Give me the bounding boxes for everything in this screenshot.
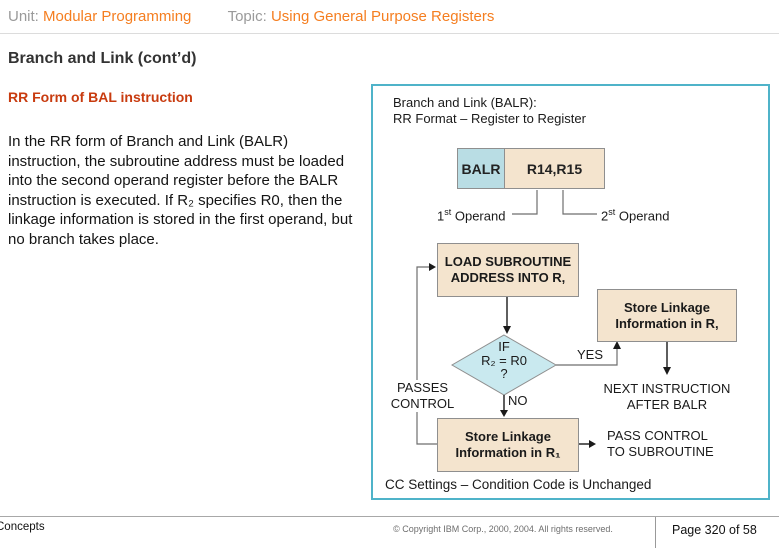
header-divider [0, 33, 779, 34]
store-linkage-right-box: Store Linkage Information in R, [597, 289, 737, 342]
unit-value: Modular Programming [43, 8, 192, 25]
footer-left-text: Concepts [0, 521, 45, 533]
load-subroutine-box: LOAD SUBROUTINE ADDRESS INTO R, [437, 243, 579, 297]
cc-settings-note: CC Settings – Condition Code is Unchange… [385, 477, 652, 492]
caption-line: RR Format – Register to Register [393, 110, 586, 126]
instruction-format-box: BALR R14,R15 [457, 148, 605, 189]
pass-control-label: PASS CONTROL TO SUBROUTINE [607, 428, 714, 459]
operands-cell: R14,R15 [505, 148, 605, 189]
next-instruction-label: NEXT INSTRUCTION AFTER BALR [603, 381, 731, 412]
page-title: Branch and Link (cont’d) [8, 50, 197, 67]
section-heading: RR Form of BAL instruction [8, 89, 193, 105]
body-paragraph: In the RR form of Branch and Link (BALR)… [8, 132, 352, 249]
down-arrowhead-icon [503, 326, 511, 334]
body-line: no branch takes place. [8, 230, 159, 248]
topic-value: Using General Purpose Registers [270, 8, 495, 25]
opcode-cell: BALR [457, 148, 505, 189]
up-arrowhead-icon [613, 341, 621, 349]
right-arrowhead-icon [589, 440, 596, 448]
body-line: In the RR form of Branch and Link (BALR) [8, 133, 289, 150]
operand1-connector-line [512, 190, 538, 215]
unit-label: Unit: [8, 8, 39, 25]
down-arrowhead-icon [663, 367, 671, 375]
footer-divider [0, 516, 779, 517]
breadcrumb: Unit: Modular Programming Topic: Using G… [8, 8, 494, 25]
operand2-connector-line [562, 190, 597, 215]
diagram-caption: Branch and Link (BALR): RR Format – Regi… [393, 95, 586, 126]
down-arrowhead-icon [500, 410, 508, 417]
body-line: instruction, the subroutine address must… [8, 152, 345, 170]
page-number: Page 320 of 58 [672, 523, 757, 537]
no-label: NO [508, 393, 528, 408]
body-line: instruction is executed. If R₂ specifies… [8, 191, 343, 209]
store-linkage-bottom-box: Store Linkage Information in R₁ [437, 418, 579, 472]
flowchart-connectors [416, 190, 671, 448]
body-line: into the second operand register before … [8, 172, 339, 189]
topic-label: Topic: [227, 8, 267, 25]
caption-line: Branch and Link (BALR): [393, 95, 537, 110]
footer-separator [655, 517, 656, 548]
passes-control-feedback-line [416, 266, 437, 445]
first-operand-label: 1st Operand [437, 207, 506, 224]
second-operand-label: 2st Operand [601, 207, 670, 224]
decision-diamond-label: IF R₂ = R0 ? [481, 339, 527, 381]
passes-control-label: PASSES CONTROL [390, 380, 455, 412]
balr-flowchart-panel: Branch and Link (BALR): RR Format – Regi… [371, 84, 770, 500]
yes-label: YES [577, 347, 604, 362]
copyright-text: © Copyright IBM Corp., 2000, 2004. All r… [393, 524, 613, 534]
body-line: linkage information is stored in the fir… [8, 211, 353, 228]
yes-branch-line [556, 348, 618, 366]
feedback-arrowhead-icon [429, 263, 436, 271]
